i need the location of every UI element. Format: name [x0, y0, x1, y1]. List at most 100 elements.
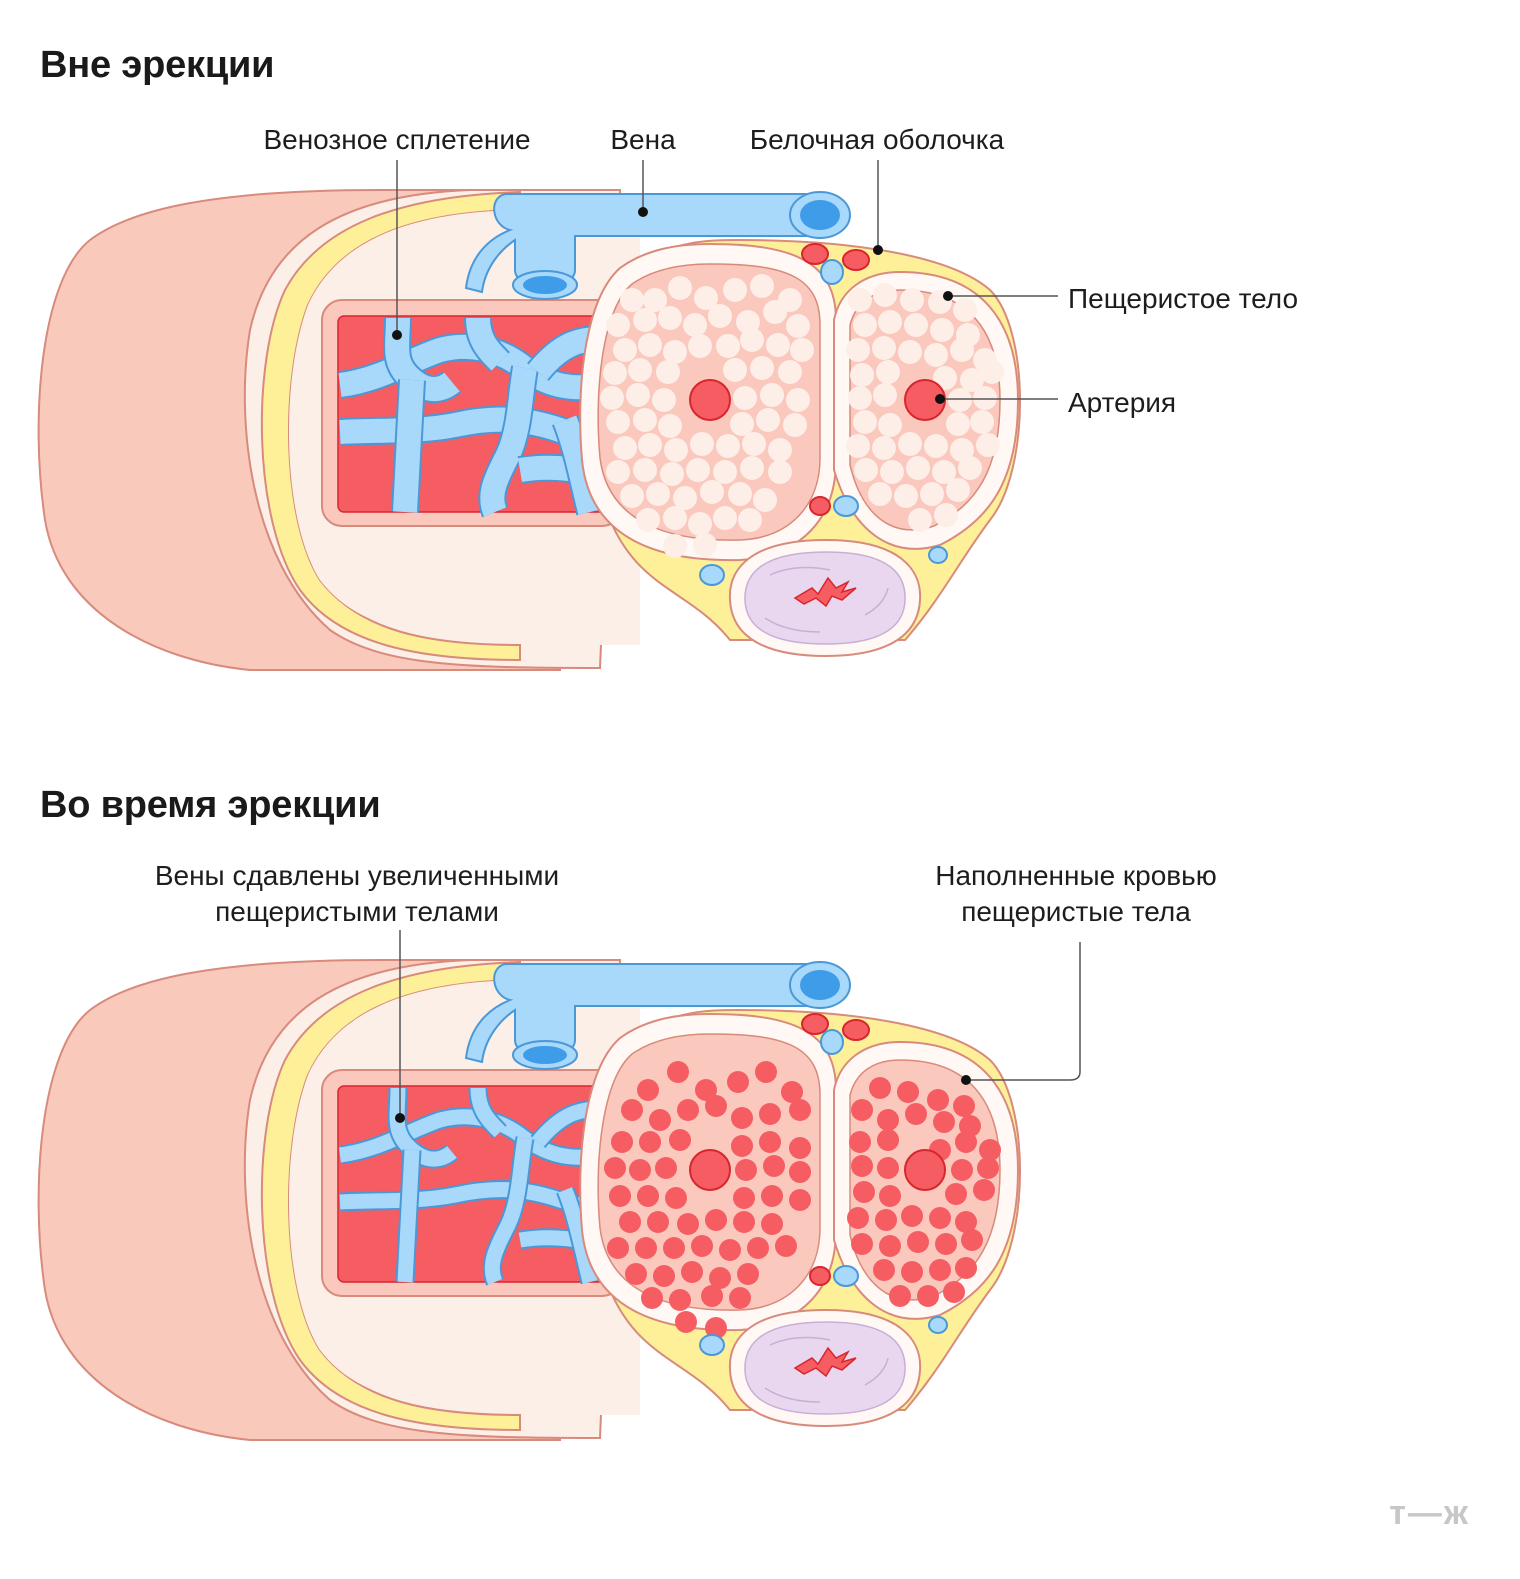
brand-logo: т—ж	[1389, 1494, 1470, 1532]
blood-filled-space	[729, 1287, 751, 1309]
blood-filled-space	[955, 1211, 977, 1233]
empty-space	[868, 482, 892, 506]
central-artery-right	[904, 379, 946, 421]
empty-space	[713, 506, 737, 530]
branch-vein-lumen	[523, 276, 567, 294]
empty-space	[686, 458, 710, 482]
spongy-line	[864, 587, 889, 616]
blood-filled-space	[667, 1061, 689, 1083]
dorsal-artery	[842, 249, 870, 271]
blood-filled-space	[705, 1209, 727, 1231]
blood-filled-space	[737, 1263, 759, 1285]
empty-space	[736, 310, 760, 334]
blood-filled-space	[727, 1071, 749, 1093]
blood-filled-space	[763, 1155, 785, 1177]
empty-space	[628, 358, 652, 382]
empty-space	[980, 360, 1004, 384]
empty-space	[873, 283, 897, 307]
blood-filled-space	[877, 1129, 899, 1151]
small-artery	[809, 1266, 831, 1286]
small-vein	[699, 564, 725, 586]
blood-filled-space	[655, 1157, 677, 1179]
empty-space	[636, 508, 660, 532]
empty-space	[873, 383, 897, 407]
empty-space	[738, 508, 762, 532]
empty-space	[763, 300, 787, 324]
empty-space	[766, 333, 790, 357]
blood-filled-space	[675, 1311, 697, 1333]
empty-space	[872, 336, 896, 360]
blood-filled-space	[625, 1263, 647, 1285]
empty-space	[683, 313, 707, 337]
blood-filled-space	[929, 1259, 951, 1281]
blood-filled-space	[907, 1231, 929, 1253]
spongy-line	[769, 1336, 831, 1346]
empty-space	[920, 482, 944, 506]
empty-space	[853, 410, 877, 434]
blood-filled-space	[731, 1135, 753, 1157]
central-artery-left	[689, 379, 731, 421]
label-vein: Вена	[610, 124, 676, 155]
blood-filled-space	[879, 1235, 901, 1257]
empty-space	[946, 478, 970, 502]
empty-space	[606, 313, 630, 337]
blood-filled-space	[851, 1099, 873, 1121]
empty-space	[786, 314, 810, 338]
blood-filled-space	[943, 1281, 965, 1303]
empty-space	[786, 388, 810, 412]
blood-filled-space	[869, 1077, 891, 1099]
empty-space	[768, 438, 792, 462]
blood-filled-space	[789, 1099, 811, 1121]
urethra	[793, 1346, 857, 1378]
blood-filled-space	[759, 1131, 781, 1153]
empty-space	[750, 356, 774, 380]
blood-filled-space	[755, 1061, 777, 1083]
blood-filled-space	[933, 1111, 955, 1133]
empty-space	[932, 460, 956, 484]
section-title-relaxed: Вне эрекции	[40, 44, 275, 86]
empty-space	[898, 432, 922, 456]
empty-space	[750, 274, 774, 298]
blood-filled-space	[621, 1099, 643, 1121]
empty-space	[946, 412, 970, 436]
blood-filled-space	[849, 1131, 871, 1153]
leader-dot	[935, 394, 945, 404]
empty-space	[846, 338, 870, 362]
empty-space	[643, 288, 667, 312]
empty-space	[934, 503, 958, 527]
blood-filled-space	[665, 1187, 687, 1209]
small-artery	[809, 496, 831, 516]
blood-filled-space	[637, 1079, 659, 1101]
empty-space	[606, 460, 630, 484]
blood-filled-space	[653, 1265, 675, 1287]
blood-filled-space	[607, 1237, 629, 1259]
branch-vein-lumen	[523, 1046, 567, 1064]
blood-filled-space	[973, 1179, 995, 1201]
blood-filled-space	[733, 1187, 755, 1209]
empty-space	[872, 436, 896, 460]
blood-filled-space	[735, 1159, 757, 1181]
empty-space	[790, 338, 814, 362]
leader-dot	[392, 330, 402, 340]
blood-filled-space	[647, 1211, 669, 1233]
blood-filled-space	[669, 1289, 691, 1311]
blood-filled-space	[897, 1081, 919, 1103]
empty-space	[668, 276, 692, 300]
leader-line	[966, 942, 1081, 1081]
blood-filled-space	[877, 1157, 899, 1179]
plexus-vessel	[397, 1149, 420, 1283]
blood-filled-space	[847, 1207, 869, 1229]
plexus-vessel	[553, 415, 602, 515]
blood-filled-space	[677, 1099, 699, 1121]
small-vein	[928, 546, 948, 564]
small-vein	[833, 1265, 859, 1287]
empty-space	[730, 412, 754, 436]
small-vein	[833, 495, 859, 517]
blood-filled-space	[619, 1211, 641, 1233]
blood-filled-space	[945, 1183, 967, 1205]
blood-filled-space	[929, 1207, 951, 1229]
plexus-vessel	[470, 1087, 506, 1138]
empty-space	[973, 386, 997, 410]
empty-space	[924, 434, 948, 458]
empty-space	[633, 408, 657, 432]
